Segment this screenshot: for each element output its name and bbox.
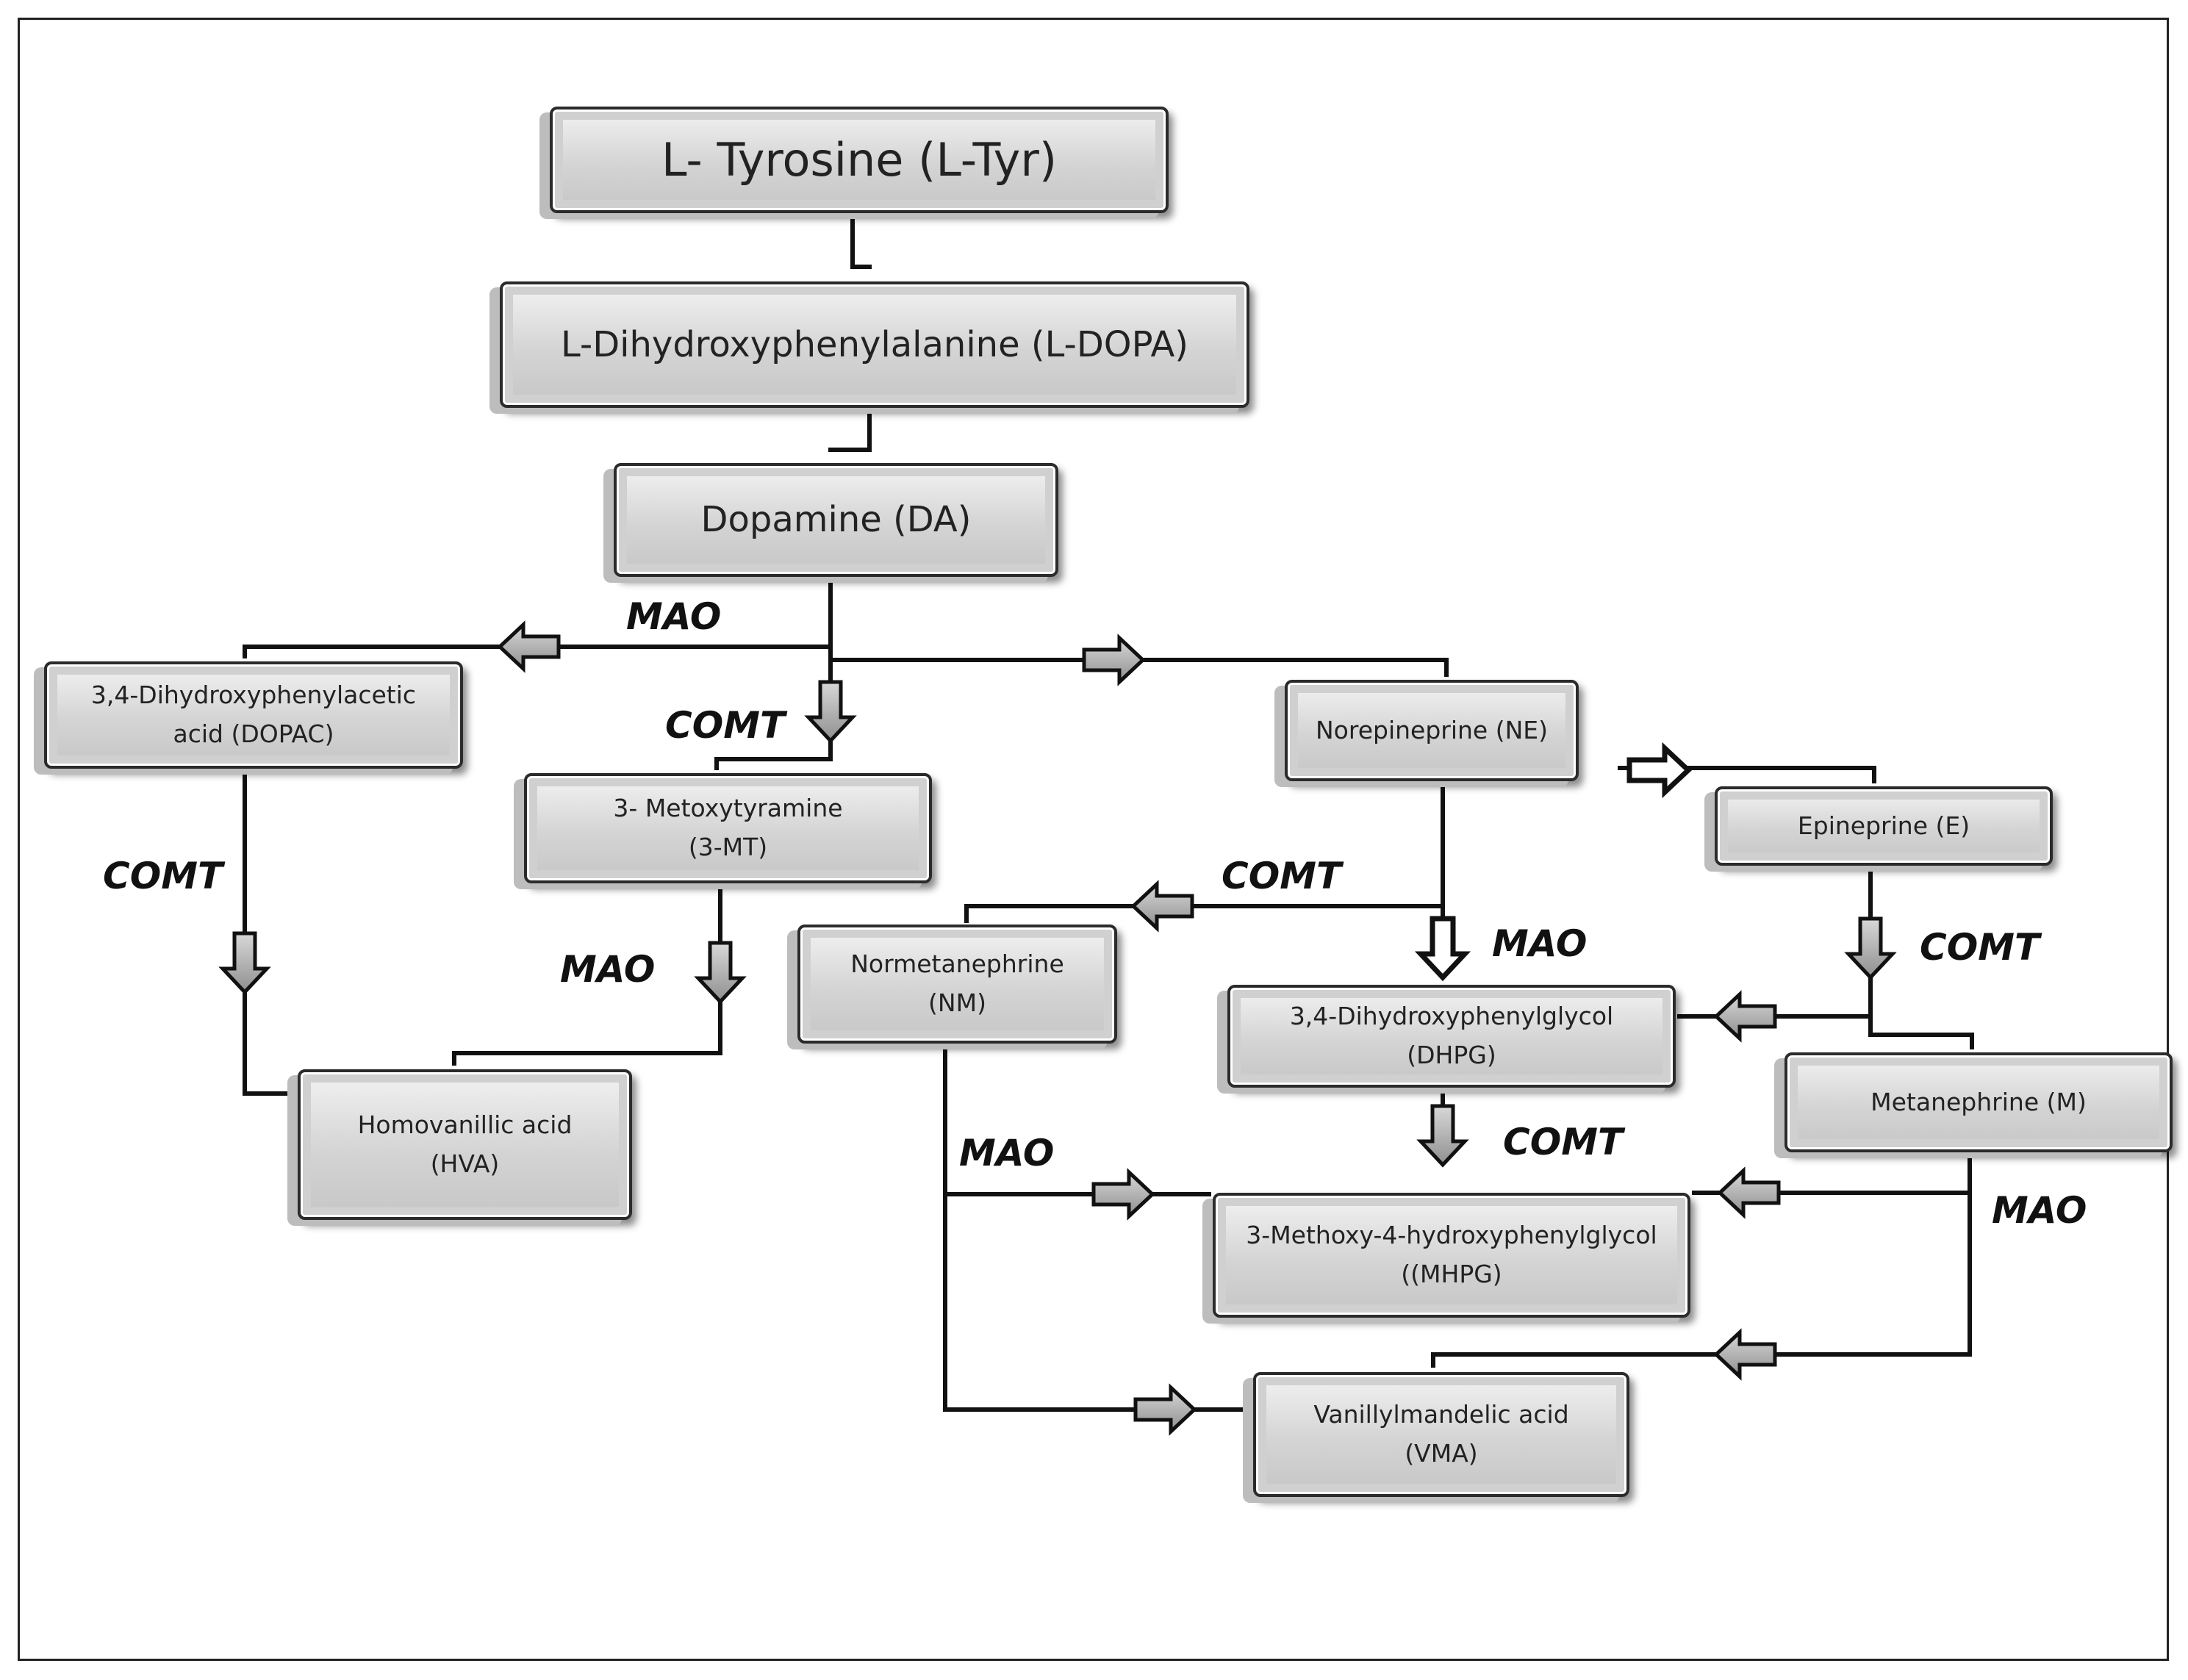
arrow-da-ne — [1082, 633, 1146, 686]
arrow-m-vma — [1713, 1328, 1777, 1381]
node-label: Normetanephrine — [850, 950, 1064, 979]
node-label: 3,4-Dihydroxyphenylglycol — [1289, 1002, 1614, 1031]
node-l-dopa: L-Dihydroxyphenylalanine (L-DOPA) — [500, 281, 1249, 408]
node-sublabel: (3-MT) — [688, 833, 768, 861]
arrow-ne-dhpg — [1414, 916, 1471, 982]
enzyme-label-comt: COMT — [665, 704, 786, 747]
node-3-mt: 3- Metoxytyramine (3-MT) — [524, 773, 932, 883]
arrows — [218, 620, 1897, 1436]
node-sublabel: acid (DOPAC) — [173, 719, 334, 748]
node-dhpg: 3,4-Dihydroxyphenylglycol (DHPG) — [1227, 985, 1676, 1088]
arrow-e-m — [1844, 916, 1897, 980]
node-label: Epineprine (E) — [1797, 811, 1970, 840]
connector-dopac-hva — [243, 767, 296, 1096]
node-sublabel: (HVA) — [430, 1149, 500, 1178]
enzyme-label-comt: COMT — [1503, 1121, 1624, 1163]
enzyme-label-mao: MAO — [1492, 922, 1588, 965]
node-hva: Homovanillic acid (HVA) — [298, 1069, 632, 1220]
connector-dopa-da — [828, 406, 872, 452]
enzyme-label-comt: COMT — [103, 855, 223, 897]
node-normetanephrine: Normetanephrine (NM) — [797, 925, 1117, 1044]
arrow-mt-hva — [694, 941, 747, 1005]
connector-ne-e — [1618, 766, 1876, 783]
node-epinephrine: Epineprine (E) — [1715, 786, 2053, 866]
node-metanephrine: Metanephrine (M) — [1785, 1052, 2173, 1152]
node-label: L- Tyrosine (L-Tyr) — [661, 132, 1058, 187]
node-norepinephrine: Norepineprine (NE) — [1285, 680, 1579, 781]
connector-nm-branch — [943, 1041, 1250, 1412]
node-label: Dopamine (DA) — [700, 499, 972, 541]
arrow-e-dhpg — [1713, 990, 1777, 1043]
enzyme-label-mao: MAO — [959, 1132, 1055, 1174]
arrow-nm-mhpg — [1091, 1168, 1155, 1221]
arrow-m-mhpg — [1717, 1166, 1781, 1219]
node-label: L-Dihydroxyphenylalanine (L-DOPA) — [560, 323, 1189, 365]
node-l-tyrosine: L- Tyrosine (L-Tyr) — [550, 107, 1169, 213]
enzyme-label-mao: MAO — [560, 948, 656, 991]
arrow-ne-nm — [1130, 880, 1194, 933]
node-sublabel: (NM) — [928, 988, 986, 1017]
enzyme-label-comt: COMT — [1920, 926, 2040, 969]
arrow-da-dopac — [497, 620, 561, 673]
node-sublabel: (VMA) — [1405, 1439, 1478, 1468]
enzyme-label-comt: COMT — [1222, 855, 1342, 897]
arrow-dopac-hva — [218, 931, 271, 995]
node-label: Vanillylmandelic acid — [1313, 1400, 1569, 1429]
arrow-dhpg-mhpg — [1416, 1104, 1469, 1168]
node-label: 3-Methoxy-4-hydroxyphenylglycol — [1246, 1221, 1657, 1250]
node-label: 3,4-Dihydroxyphenylacetic — [90, 681, 417, 710]
node-label: Homovanillic acid — [357, 1110, 573, 1139]
node-vma: Vanillylmandelic acid (VMA) — [1253, 1372, 1629, 1497]
node-sublabel: (DHPG) — [1407, 1041, 1496, 1069]
node-label: Norepineprine (NE) — [1315, 715, 1549, 744]
connector-tyr-dopa — [850, 211, 872, 269]
connector-da-ne — [828, 658, 1449, 677]
node-dopac: 3,4-Dihydroxyphenylacetic acid (DOPAC) — [44, 661, 463, 769]
node-sublabel: ((MHPG) — [1401, 1260, 1502, 1288]
node-dopamine: Dopamine (DA) — [614, 463, 1058, 577]
connector-m-branch — [1431, 1150, 1972, 1368]
node-mhpg: 3-Methoxy-4-hydroxyphenylglycol ((MHPG) — [1213, 1193, 1690, 1318]
arrow-da-mt — [804, 680, 857, 744]
enzyme-label-mao: MAO — [1992, 1189, 2087, 1232]
connector-da-dopac — [243, 645, 833, 658]
arrow-nm-vma — [1133, 1383, 1197, 1436]
enzyme-label-mao: MAO — [626, 595, 722, 638]
node-label: 3- Metoxytyramine — [613, 794, 843, 823]
node-label: Metanephrine (M) — [1870, 1087, 2087, 1116]
connector-ne-nm — [964, 904, 1445, 923]
diagram-frame — [18, 18, 2169, 1661]
arrow-ne-e — [1626, 742, 1693, 799]
